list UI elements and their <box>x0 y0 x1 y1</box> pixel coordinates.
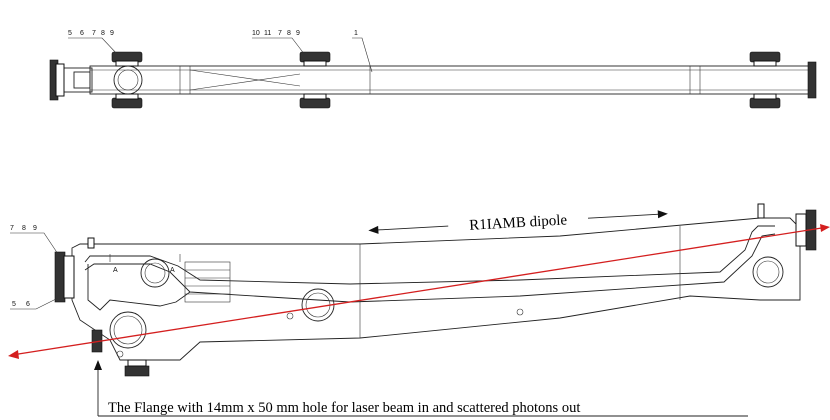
top-callout-5: 9 <box>110 30 114 37</box>
side-callout-6: 6 <box>26 301 30 308</box>
caption-annotation: The Flange with 14mm x 50 mm hole for la… <box>94 360 748 417</box>
section-mark-right: A <box>170 267 175 274</box>
top-callout-10: 9 <box>296 30 300 37</box>
top-callout-7: 11 <box>264 30 271 37</box>
dipole-label: R1IAMB dipole <box>469 212 568 233</box>
dipole-annotation: R1IAMB dipole <box>368 210 668 234</box>
side-callout-7: 7 <box>10 225 14 232</box>
laser-beam <box>8 224 830 359</box>
section-mark-left: A <box>113 267 118 274</box>
top-callout-4: 8 <box>101 30 105 37</box>
side-callout-9: 9 <box>33 225 37 232</box>
flange-caption: The Flange with 14mm x 50 mm hole for la… <box>108 400 580 416</box>
top-callout-1: 5 <box>68 30 72 37</box>
side-view: A A 7 8 9 5 6 <box>10 203 817 377</box>
top-view: 5 6 7 8 9 10 11 7 8 9 1 <box>49 30 817 109</box>
top-callout-6: 10 <box>252 30 260 37</box>
side-callout-5: 5 <box>12 301 16 308</box>
top-callout-3: 7 <box>92 30 96 37</box>
top-callout-11: 1 <box>354 30 358 37</box>
side-callout-8: 8 <box>22 225 26 232</box>
top-callout-8: 7 <box>278 30 282 37</box>
top-callout-9: 8 <box>287 30 291 37</box>
top-callout-2: 6 <box>80 30 84 37</box>
